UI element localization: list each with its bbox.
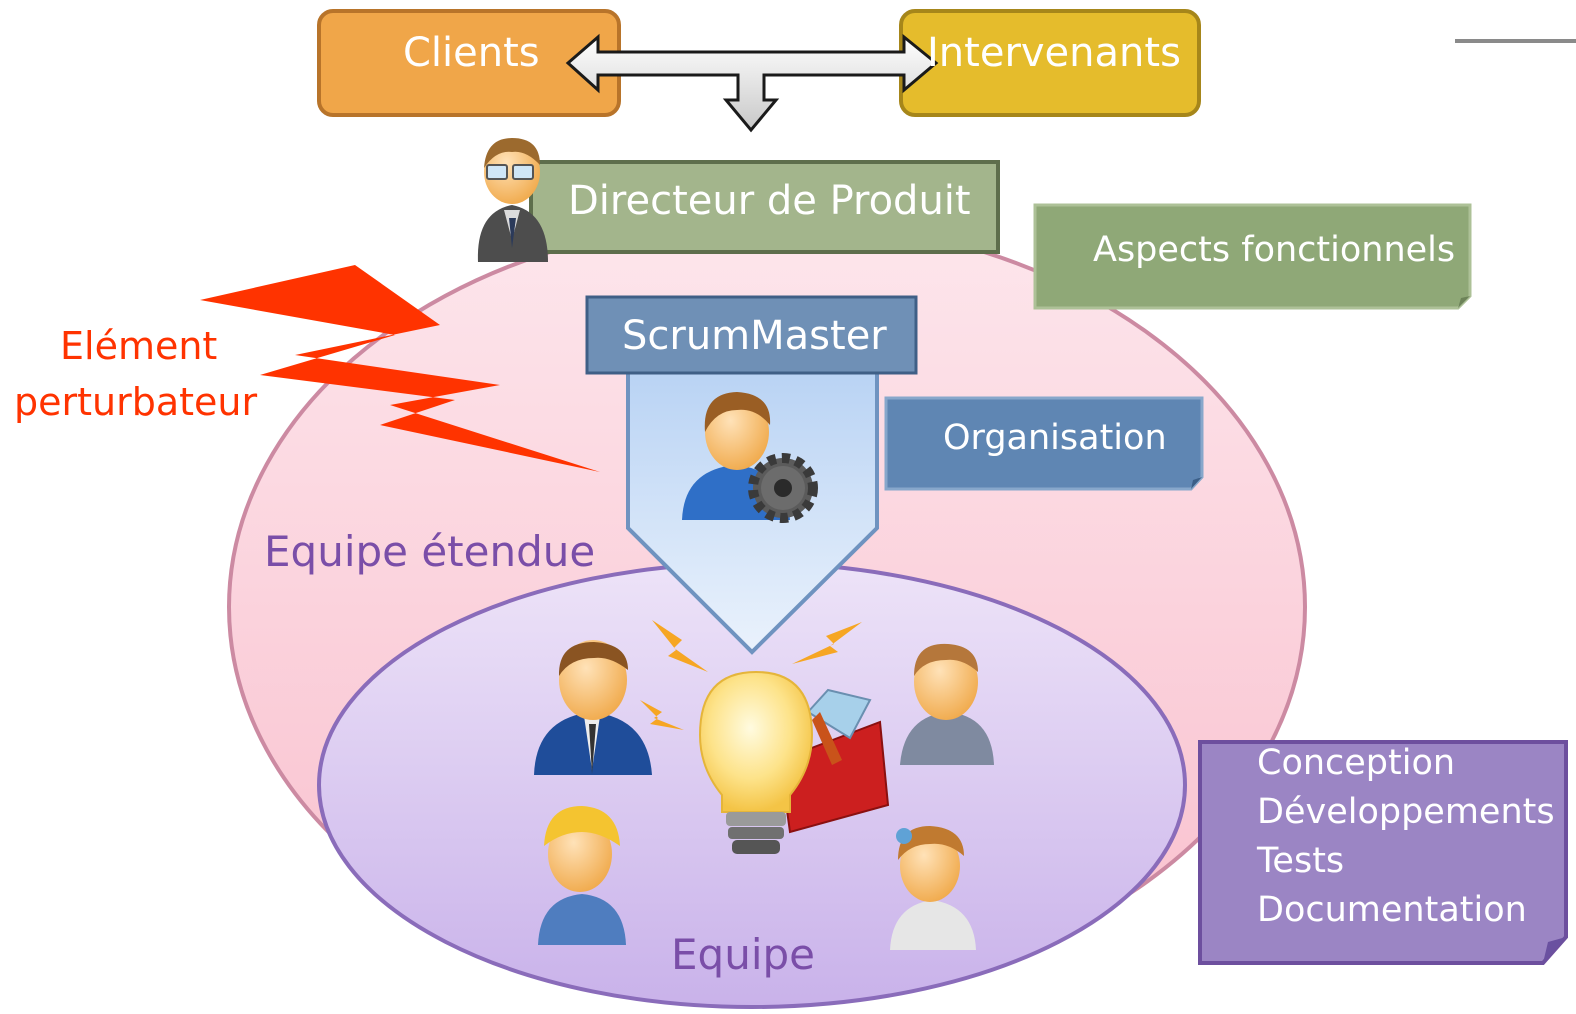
equipe-etendue-label: Equipe étendue — [264, 527, 596, 576]
directeur-box — [529, 160, 1000, 254]
clients-label: Clients — [403, 30, 540, 76]
team-member-woman-icon — [890, 826, 976, 950]
directeur-person-icon — [477, 138, 548, 262]
perturbateur-label-line1: Elément — [60, 324, 218, 368]
equipe-label: Equipe — [671, 930, 815, 979]
aspects-label: Aspects fonctionnels — [1093, 230, 1456, 270]
task-conception: Conception — [1257, 743, 1456, 783]
task-documentation: Documentation — [1257, 890, 1527, 930]
team-member-suit-icon — [534, 640, 652, 775]
gear-icon — [748, 453, 818, 523]
exchange-arrow — [565, 33, 939, 133]
spark-icons — [640, 620, 862, 730]
task-developpements: Développements — [1257, 792, 1555, 832]
scrummaster-box — [585, 295, 918, 375]
lightbulb-icon — [698, 670, 814, 854]
organisation-label: Organisation — [943, 418, 1167, 458]
team-member-worker-icon — [538, 806, 626, 945]
perturbateur-label-line2: perturbateur — [14, 380, 258, 424]
task-tests: Tests — [1257, 841, 1345, 881]
perturbateur-bolt-icon — [200, 265, 600, 472]
intervenants-label: Intervenants — [927, 30, 1181, 76]
directeur-label: Directeur de Produit — [568, 178, 971, 224]
scrummaster-label: ScrumMaster — [622, 313, 887, 359]
team-member-man-icon — [900, 643, 994, 765]
